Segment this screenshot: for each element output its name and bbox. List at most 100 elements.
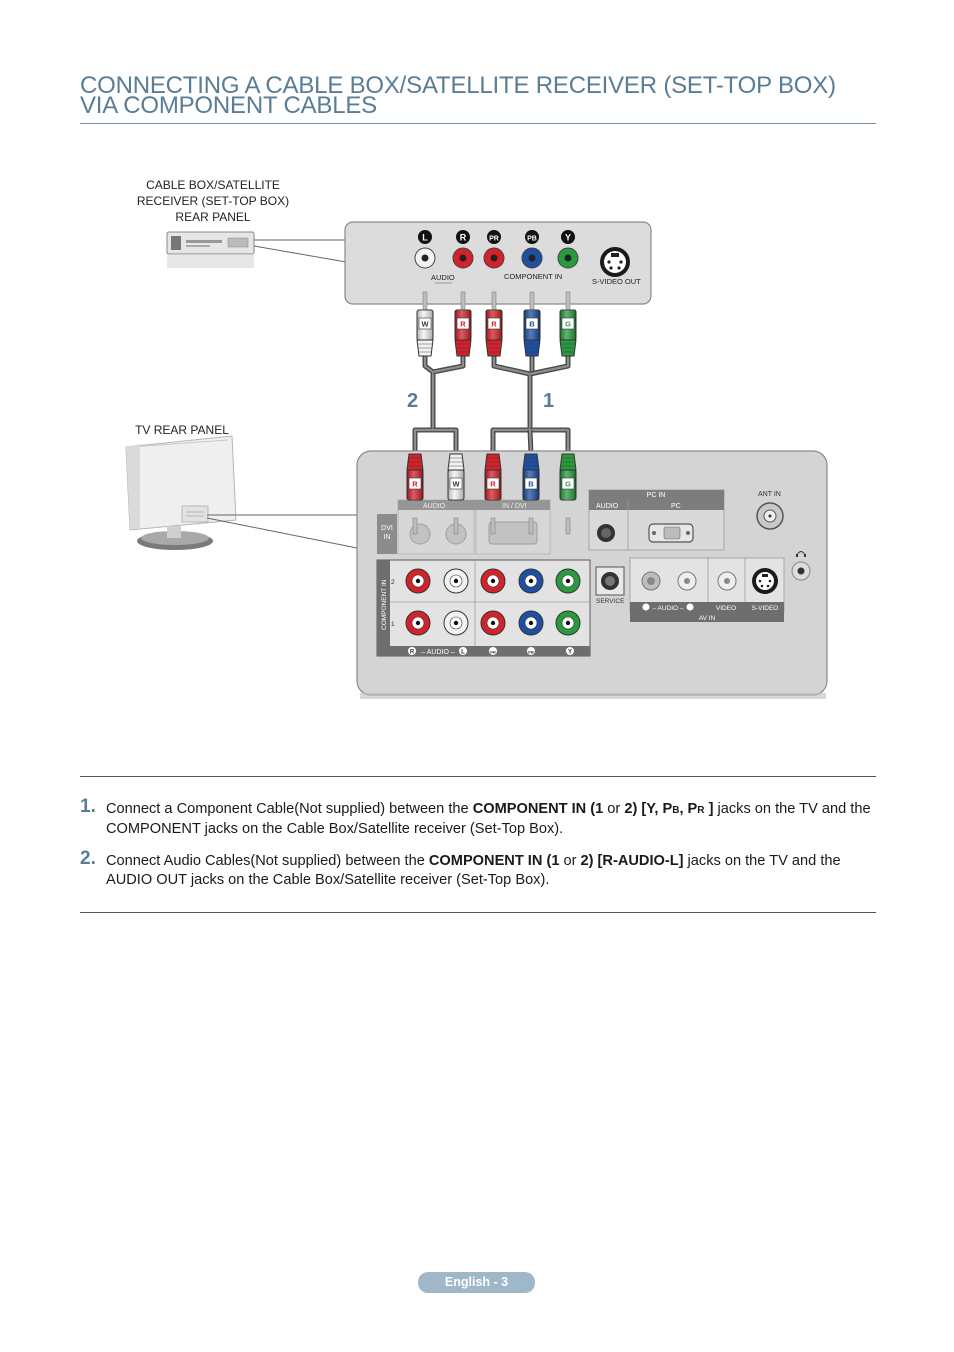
rca-plug-r: R: [406, 453, 424, 535]
tv-av-in-block: [629, 557, 785, 622]
svg-text:W: W: [421, 320, 429, 329]
tv-video-label: VIDEO: [716, 605, 736, 612]
svg-text:PR: PR: [490, 650, 496, 655]
stb-jack-symbol-l: L: [418, 230, 432, 244]
step-2-number: 2.: [80, 848, 96, 869]
tv-bar-symbol-r: R: [408, 647, 416, 656]
svg-text:R: R: [490, 480, 496, 489]
page-title: CONNECTING A CABLE BOX/SATELLITE RECEIVE…: [80, 72, 876, 119]
step-1-number: 1.: [80, 796, 96, 817]
svg-text:R: R: [460, 320, 466, 329]
stb-jack-symbols: L R PR PB Y: [418, 230, 575, 244]
svg-text:Y: Y: [565, 233, 571, 243]
stb-caption: CABLE BOX/SATELLITE RECEIVER (SET-TOP BO…: [128, 177, 298, 225]
stb-caption-line-3: REAR PANEL: [175, 210, 251, 224]
tv-svideo-label: S-VIDEO: [752, 605, 779, 612]
tv-component-jack: [518, 568, 544, 594]
step-2: 2. Connect Audio Cables(Not supplied) be…: [80, 848, 880, 896]
svg-text:Y: Y: [568, 650, 572, 656]
cable-highlight: [433, 428, 458, 454]
headphone-icon: [796, 551, 806, 557]
title-line-2: VIA COMPONENT CABLES: [80, 92, 377, 119]
stb-caption-line-1: CABLE BOX/SATELLITE: [146, 178, 280, 192]
tv-service-label: SERVICE: [596, 598, 625, 605]
svg-text:L: L: [422, 233, 428, 243]
tv-bar-symbol-l: L: [459, 647, 467, 656]
rca-plug-w: W: [416, 291, 434, 357]
tv-dvi-in-badge: [377, 514, 397, 554]
cable-highlight: [413, 356, 435, 454]
cable-highlight: [432, 356, 465, 374]
rca-plug-w: W: [447, 453, 465, 535]
svg-text:R: R: [491, 320, 497, 329]
svg-text:B: B: [528, 480, 534, 489]
rca-plug-r: R: [485, 291, 503, 357]
rca-plug-r: R: [484, 453, 502, 535]
steps-bottom-rule: [80, 912, 876, 913]
stb-audio-label: AUDIO: [431, 273, 455, 282]
stb-svideo-label: S-VIDEO OUT: [592, 277, 641, 286]
tv-pc-in-block: [588, 489, 725, 551]
tv-dvi-in-label: DVI: [381, 525, 393, 532]
tv-av-in-label: AV IN: [699, 615, 716, 622]
svg-text:L: L: [461, 650, 465, 656]
cables: [412, 356, 571, 455]
tv-ant-in-jack: [756, 502, 784, 530]
tv-component-in-vertical-label: COMPONENT IN: [381, 579, 388, 630]
stb-jack-symbol-pr: PR: [487, 230, 501, 244]
tv-component-jacks: [405, 568, 581, 636]
tv-audio-small-label: AUDIO: [423, 503, 446, 510]
tv-bar-symbol-y: Y: [566, 647, 574, 656]
title-underline: [80, 123, 876, 124]
tv-caption: TV REAR PANEL: [135, 423, 229, 437]
step-1: 1. Connect a Component Cable(Not supplie…: [80, 796, 880, 844]
tv-hdmi-dvi-area: [397, 499, 551, 555]
component-group-number: 1: [543, 390, 554, 412]
tv-component-jack: [555, 568, 581, 594]
tv-component-jack: [405, 610, 431, 636]
tv-component-audio-bar-label: – AUDIO –: [421, 649, 455, 656]
rca-plug-b: B: [522, 453, 540, 535]
svg-text:R: R: [412, 480, 418, 489]
svg-text:PR: PR: [489, 236, 499, 243]
tv-image: [125, 435, 237, 550]
stb-jack: [521, 247, 543, 269]
cable: [529, 356, 571, 377]
tv-row-1-label: 1: [391, 621, 395, 628]
svg-text:PB: PB: [528, 650, 534, 655]
stb-jack: [452, 247, 474, 269]
tv-dvi-in-label-2: IN: [384, 534, 391, 541]
step-1-text: Connect a Component Cable(Not supplied) …: [106, 801, 871, 837]
svg-text:R: R: [410, 650, 415, 656]
stb-svideo-jack: [600, 247, 630, 277]
tv-component-jack: [518, 610, 544, 636]
tv-service-jack: [595, 566, 625, 596]
cable-highlight: [491, 356, 532, 454]
tv-callout-line: [206, 517, 358, 549]
tv-av-audio-r-symbol: [642, 603, 650, 611]
tv-component-jack: [480, 610, 506, 636]
stb-component-label: COMPONENT IN: [504, 272, 562, 281]
tv-av-audio-l-symbol: [686, 603, 694, 611]
tv-component-jack: [443, 568, 469, 594]
svg-text:R: R: [460, 233, 467, 243]
steps-top-rule: [80, 776, 876, 777]
rca-plug-g: G: [559, 291, 577, 357]
audio-group-number: 2: [407, 390, 418, 412]
stb-jack-symbol-y: Y: [561, 230, 575, 244]
tv-row-2-label: 2: [391, 579, 395, 586]
svg-text:B: B: [529, 320, 535, 329]
svg-text:G: G: [565, 480, 571, 489]
tv-component-bar-symbols: R L PR PB Y: [408, 647, 574, 656]
svg-text:PB: PB: [527, 236, 537, 243]
tv-pc-in-label: PC IN: [647, 492, 666, 499]
svg-text:G: G: [565, 320, 571, 329]
rca-plug-g: G: [559, 453, 577, 535]
title-line-1: CONNECTING A CABLE BOX/SATELLITE RECEIVE…: [80, 72, 836, 99]
step-2-text: Connect Audio Cables(Not supplied) betwe…: [106, 853, 841, 888]
tv-hdmi-small-label: IN / DVI: [502, 503, 527, 510]
cable-highlight: [529, 356, 570, 376]
tv-av-audio-label: – AUDIO –: [652, 605, 683, 612]
